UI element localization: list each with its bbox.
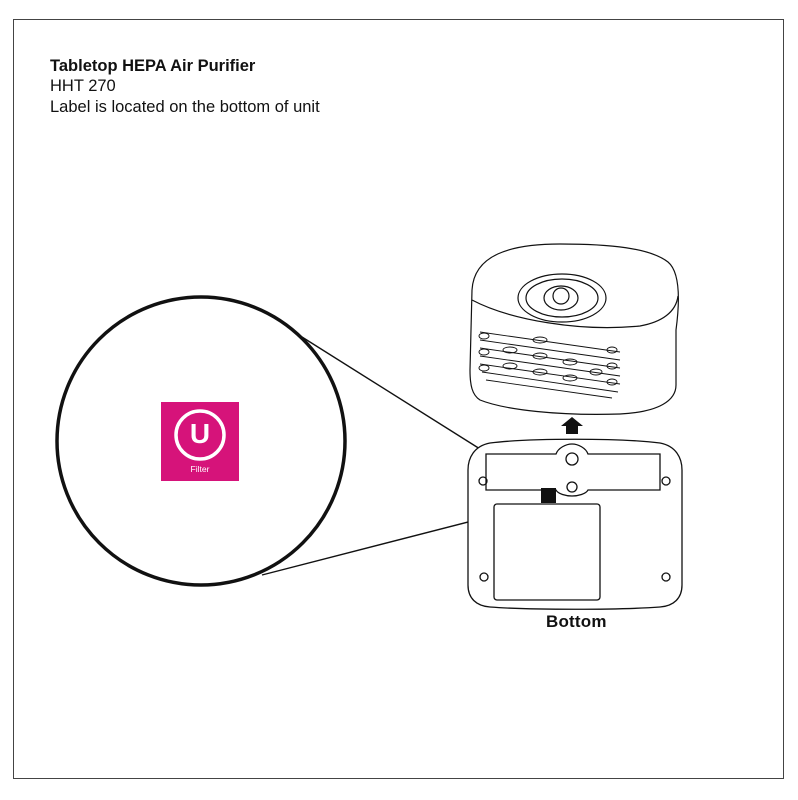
label-location-marker xyxy=(541,488,556,503)
arrow-up-icon xyxy=(561,417,583,434)
header: Tabletop HEPA Air Purifier HHT 270 Label… xyxy=(50,56,320,118)
filter-badge-background xyxy=(161,402,239,481)
figure-frame xyxy=(13,19,784,779)
bottom-view-label: Bottom xyxy=(546,612,607,631)
filter-badge-label: Filter xyxy=(190,464,210,474)
model-number: HHT 270 xyxy=(50,77,116,95)
filter-badge-letter: U xyxy=(189,418,211,449)
purifier-bottom-view xyxy=(467,438,683,610)
product-title: Tabletop HEPA Air Purifier xyxy=(50,57,256,75)
filter-badge: U Filter xyxy=(161,402,239,481)
purifier-top-view xyxy=(469,243,679,415)
label-location-note: Label is located on the bottom of unit xyxy=(50,98,320,116)
